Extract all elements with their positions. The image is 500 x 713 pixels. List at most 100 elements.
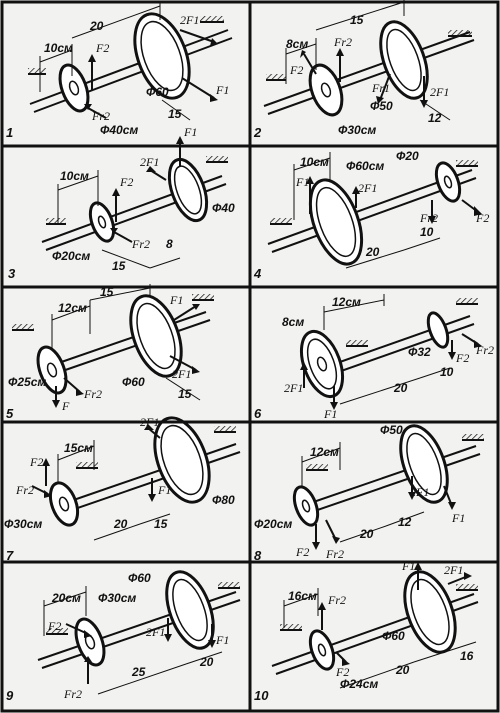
force-label: F2	[29, 455, 43, 469]
dim-label: 20	[199, 655, 214, 669]
dim-label: 8	[166, 237, 173, 251]
large-pulley	[308, 178, 364, 266]
force-label: F2	[335, 665, 349, 679]
force-label: 2F1	[140, 155, 159, 169]
force-label: 2F1	[180, 13, 199, 27]
dim-label: 12см	[310, 445, 339, 459]
dimension-lines	[301, 442, 425, 543]
dimension-lines	[293, 152, 441, 269]
dim-label: 10см	[60, 169, 89, 183]
force-label: 2F1	[172, 367, 191, 381]
large-pulley	[403, 570, 457, 654]
panel-6: 6 12см 20 10 8см Ф32 2F1 F1	[254, 294, 494, 421]
dimension-lines	[283, 588, 477, 689]
dim-label: 20см	[51, 591, 81, 605]
dim-label: 25	[131, 665, 146, 679]
panel-number: 4	[253, 266, 262, 281]
dim-label: 10	[420, 225, 434, 239]
dim-label: 12	[428, 111, 442, 125]
dim-label: 12	[398, 515, 412, 529]
force-label: Fr2	[63, 687, 82, 701]
panel-8: 8 12см 20 12 Ф20см Ф50 F2 Fr2	[254, 423, 484, 563]
bearing-support-right	[456, 584, 478, 591]
dim-label: 20	[395, 663, 410, 677]
dimension-lines	[57, 440, 171, 541]
bearing-support-left	[270, 218, 292, 225]
bearing-support-right	[206, 156, 228, 163]
panel-number: 7	[6, 548, 14, 563]
diameter-label: Ф40	[212, 201, 235, 215]
force-label: F1	[451, 511, 465, 525]
dim-label: 15	[154, 517, 168, 531]
large-pulley	[165, 570, 215, 650]
bearing-support-right	[456, 298, 478, 305]
dim-label: 15	[112, 259, 126, 273]
dim-label: 16	[460, 649, 474, 663]
large-pulley	[133, 12, 191, 100]
dim-label: 20	[89, 19, 104, 33]
diameter-label: Ф80	[212, 493, 235, 507]
force-vectors	[31, 424, 161, 502]
dimension-lines	[51, 284, 201, 401]
dim-label: 12см	[332, 295, 361, 309]
bearing-support-left	[46, 628, 68, 635]
panel-1: 1 10см 20 15 Ф40см Ф60 F2	[6, 2, 233, 140]
force-label: F2	[47, 619, 61, 633]
force-label: F1	[157, 483, 171, 497]
panel-number: 1	[6, 125, 13, 140]
force-label: 2F1	[444, 563, 463, 577]
force-label: F2	[295, 545, 309, 559]
dimension-lines	[323, 294, 451, 405]
dim-label: 15	[178, 387, 192, 401]
diameter-label: Ф40см	[100, 123, 138, 137]
diameter-label: Ф30см	[98, 591, 136, 605]
dim-label: 20	[113, 517, 128, 531]
diameter-label: Ф50	[370, 99, 393, 113]
force-label: Fr2	[325, 547, 344, 561]
panel-4: 4 10см 20 10 Ф60см Ф20 F1 2F1	[253, 149, 489, 281]
force-label: 2F1	[410, 485, 429, 499]
dim-label: 10см	[300, 155, 329, 169]
diameter-label: 8см	[282, 315, 304, 329]
panel-2: 2 8см 15 12 Ф30см Ф50 F2	[253, 0, 475, 140]
diameter-label: Ф25см	[8, 375, 46, 389]
panel-number: 8	[254, 548, 262, 563]
dim-label: 15	[350, 13, 364, 27]
panel-number: 5	[6, 406, 14, 421]
dim-label: 20	[393, 381, 408, 395]
bearing-support-right	[200, 16, 224, 23]
force-label: Fr2	[91, 109, 110, 123]
bearing-support-left	[28, 68, 46, 75]
bearing-support-left	[266, 74, 286, 81]
force-label: F2	[475, 211, 489, 225]
diameter-label: Ф32	[408, 345, 431, 359]
force-vectors	[52, 304, 200, 408]
force-vectors	[306, 176, 482, 224]
bearing-support-right	[456, 160, 478, 167]
force-vectors	[300, 48, 428, 108]
bearing-support-left	[46, 218, 66, 225]
bearing-support-right	[214, 426, 236, 433]
force-label: Fr2	[419, 211, 438, 225]
bearing-support-left	[76, 462, 98, 469]
panel-7: 7 15см 20 15 Ф30см Ф80 F2 Fr2	[4, 415, 241, 563]
panel-number: 6	[254, 406, 262, 421]
panel-number: 10	[254, 688, 269, 703]
bearing-support-right	[462, 434, 484, 441]
diameter-label: Ф30см	[4, 517, 42, 531]
force-label: Fr2	[83, 387, 102, 401]
diameter-label: Ф20см	[254, 517, 292, 531]
force-label: F	[61, 399, 70, 413]
panel-10: 10 16см 20 16 Ф24см Ф60 Fr2 F2	[254, 559, 479, 703]
force-label: F1	[215, 633, 229, 647]
panel-number: 3	[8, 266, 16, 281]
force-label: F1	[215, 83, 229, 97]
large-pulley	[379, 20, 429, 100]
force-label: F2	[289, 63, 303, 77]
diameter-label: Ф60	[122, 375, 145, 389]
diameter-label: Ф60	[382, 629, 405, 643]
dim-label: 12см	[58, 301, 87, 315]
force-vectors	[65, 618, 216, 684]
